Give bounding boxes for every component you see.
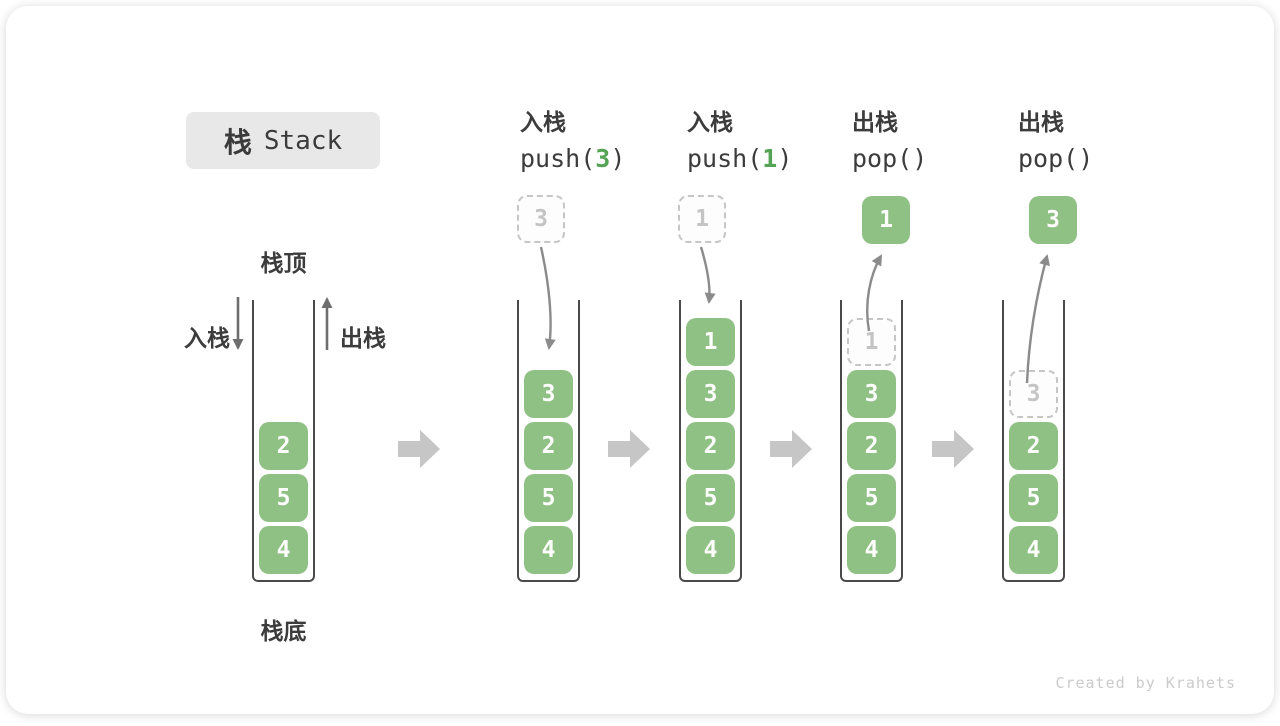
stack-cell: 4 [259,526,308,574]
title-zh: 栈 [224,121,252,161]
stack-cell: 4 [1009,526,1058,574]
pop-direction-label: 出栈 [340,319,386,353]
title-badge: 栈 Stack [186,112,380,169]
stack-state-after-push3: 3 2 5 4 [517,300,580,582]
stack-cell: 3 [686,370,735,418]
flow-arrow-1 [398,430,440,468]
stack-cell: 5 [524,474,573,522]
op-header-push3: 入栈 push(3) [520,103,660,173]
watermark: Created by Krahets [1055,674,1236,692]
flow-arrow-3 [770,430,812,468]
stack-cell: 2 [1009,422,1058,470]
flow-arrow-4 [932,430,974,468]
floating-value-popped-3: 3 [1029,196,1077,244]
stack-cell: 2 [686,422,735,470]
stack-cell: 1 [686,318,735,366]
diagram-card: 栈 Stack 栈顶 栈底 入栈 出栈 入栈 push(3) 入栈 push(1… [6,6,1274,714]
op-code: push(1) [687,144,827,173]
floating-value-popped-1: 1 [862,196,910,244]
stack-cell: 5 [1009,474,1058,522]
stack-cell-ghost: 1 [847,318,896,366]
stack-cell: 3 [524,370,573,418]
stack-cell: 4 [686,526,735,574]
stack-cell: 2 [524,422,573,470]
flow-arrow-2 [608,430,650,468]
stack-cell: 2 [259,422,308,470]
stack-cell: 5 [686,474,735,522]
stack-cell: 5 [847,474,896,522]
title-en: Stack [264,126,342,156]
stack-state-after-pop2: 3 2 5 4 [1002,300,1065,582]
op-header-push1: 入栈 push(1) [687,103,827,173]
stack-state-after-pop1: 1 3 2 5 4 [840,300,903,582]
push-curve-arrow-1 [701,247,710,302]
stack-cell: 4 [524,526,573,574]
stack-cell: 2 [847,422,896,470]
op-header-pop2: 出栈 pop() [1018,103,1158,173]
op-name: 出栈 [852,103,992,137]
stack-cell-ghost: 3 [1009,370,1058,418]
floating-value-push-1: 1 [678,195,726,243]
op-name: 入栈 [520,103,660,137]
floating-value-push-3: 3 [517,195,565,243]
op-name: 入栈 [687,103,827,137]
op-name: 出栈 [1018,103,1158,137]
stack-bottom-label: 栈底 [252,612,315,646]
op-header-pop1: 出栈 pop() [852,103,992,173]
stack-cell: 3 [847,370,896,418]
stack-state-initial: 2 5 4 [252,300,315,582]
op-code: push(3) [520,144,660,173]
stack-cell: 4 [847,526,896,574]
op-code: pop() [1018,144,1158,173]
push-direction-label: 入栈 [184,319,230,353]
stack-cell: 5 [259,474,308,522]
stack-top-label: 栈顶 [252,244,315,278]
stack-state-after-push1: 1 3 2 5 4 [679,300,742,582]
op-code: pop() [852,144,992,173]
